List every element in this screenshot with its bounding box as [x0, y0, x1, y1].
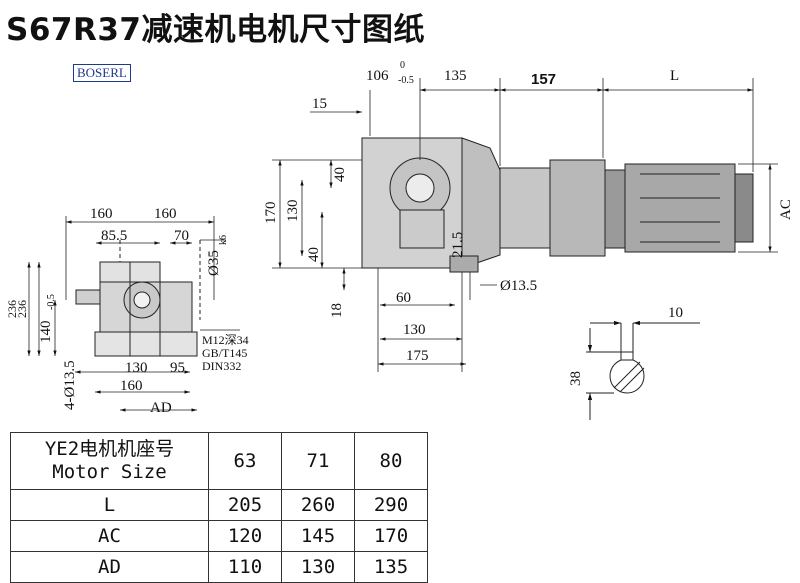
side-dim-40-bottom: 40: [306, 247, 322, 262]
table-cell: 260: [281, 489, 355, 521]
side-view: [361, 137, 754, 273]
side-dim-157: 157: [531, 71, 556, 88]
table-cell: 205: [208, 489, 282, 521]
side-dim-18: 18: [329, 303, 345, 318]
side-dim-60: 60: [396, 290, 411, 306]
front-dim-4-d13-5: 4-Ø13.5: [62, 360, 78, 410]
technical-drawing: 160 160 85.5 70 Ø35 k6 236 236 140 -0.5 …: [5, 60, 794, 420]
table-cell: 120: [208, 520, 282, 552]
front-dim-85-5: 85.5: [101, 228, 127, 244]
table-cell: 170: [354, 520, 428, 552]
table-size-71: 71: [281, 432, 355, 490]
front-dim-140-tolerance: -0.5: [46, 294, 57, 310]
table-row: AC 120 145 170: [10, 520, 428, 552]
table-size-63: 63: [208, 432, 282, 490]
front-dim-140: 140: [38, 321, 54, 344]
side-dim-175: 175: [406, 348, 429, 364]
page-title: S67R37减速机电机尺寸图纸: [6, 12, 425, 48]
front-view: [75, 240, 201, 357]
side-dim-40-top: 40: [332, 167, 348, 182]
front-dim-236-outer: 236: [5, 300, 19, 318]
table-size-80: 80: [354, 432, 428, 490]
side-dim-hole-d13-5: Ø13.5: [500, 278, 537, 294]
table-row-label: L: [10, 489, 209, 521]
side-dim-130-bottom: 130: [403, 322, 426, 338]
front-dim-236-inner: 236: [15, 300, 29, 318]
front-dim-AD: AD: [150, 400, 172, 416]
side-dim-106-tol-top: 0: [400, 60, 405, 71]
front-note-thread: M12深34: [202, 333, 249, 347]
front-dimension-lines: [27, 216, 240, 412]
side-dim-130: 130: [285, 200, 301, 223]
side-dim-21-5: 21.5: [450, 232, 466, 258]
table-row-label: AC: [10, 520, 209, 552]
motor-size-table: YE2电机机座号 Motor Size 63 71 80 L 205 260 2…: [10, 432, 428, 583]
brand-logo: BOSERL: [73, 64, 131, 82]
side-dim-106: 106: [366, 68, 389, 84]
side-dim-15: 15: [312, 96, 327, 112]
front-dim-95: 95: [170, 360, 185, 376]
table-header-row: YE2电机机座号 Motor Size 63 71 80: [10, 432, 428, 490]
side-dim-135: 135: [444, 68, 467, 84]
front-dim-130: 130: [125, 360, 148, 376]
front-note-din: DIN332: [202, 359, 241, 373]
shaft-dim-38: 38: [568, 371, 584, 386]
side-dim-AC: AC: [778, 199, 794, 220]
side-dim-L: L: [670, 68, 679, 84]
front-note-gb: GB/T145: [202, 346, 247, 360]
front-dim-160-right: 160: [154, 206, 177, 222]
table-row: L 205 260 290: [10, 489, 428, 521]
front-dim-160-left: 160: [90, 206, 113, 222]
side-dim-170: 170: [263, 202, 279, 225]
front-dim-d35: Ø35: [206, 250, 222, 276]
front-dim-70: 70: [174, 228, 189, 244]
front-dim-d35-tolerance: k6: [218, 235, 229, 245]
table-cell: 145: [281, 520, 355, 552]
table-header-label: YE2电机机座号 Motor Size: [10, 432, 209, 490]
shaft-dim-10: 10: [668, 305, 683, 321]
front-dim-160-bottom: 160: [120, 378, 143, 394]
side-dim-106-tol-bottom: -0.5: [398, 75, 414, 86]
side-dimension-lines: [272, 78, 778, 372]
shaft-section: [586, 320, 700, 420]
table-cell: 290: [354, 489, 428, 521]
table-header-line1: YE2电机机座号: [44, 438, 175, 460]
table-header-line2: Motor Size: [52, 461, 167, 483]
